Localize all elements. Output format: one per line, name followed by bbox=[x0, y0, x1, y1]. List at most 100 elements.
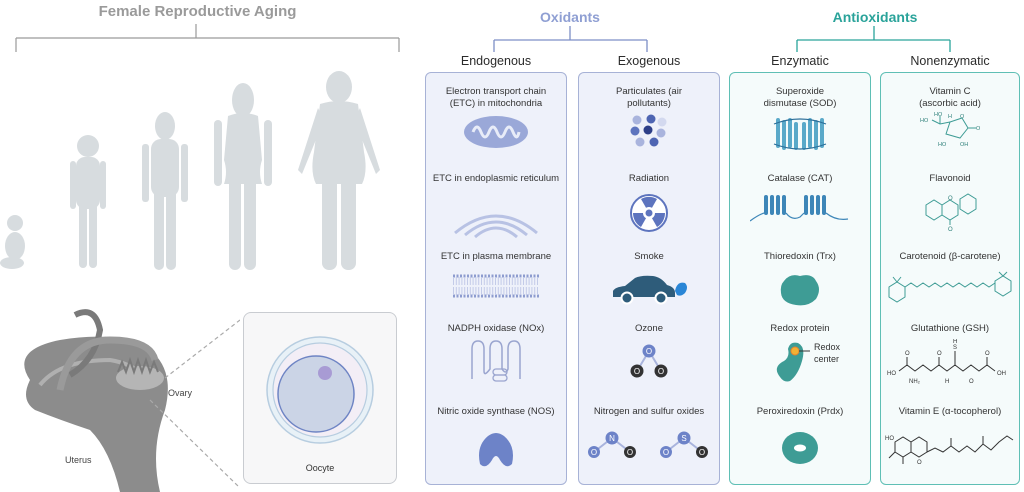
peroxiredoxin-ring-icon bbox=[782, 432, 818, 464]
ovary-icon bbox=[116, 356, 164, 390]
oxidants-title: Oxidants bbox=[540, 9, 600, 25]
child-figure-icon bbox=[70, 135, 106, 268]
item-nadph-oxidase: NADPH oxidase (NOx) bbox=[426, 323, 566, 385]
sod-protein-icon bbox=[773, 118, 827, 150]
atom-label: O bbox=[591, 448, 597, 457]
fallopian-tube-icon bbox=[56, 309, 159, 391]
radiation-icon bbox=[630, 194, 668, 232]
mitochondria-icon bbox=[464, 116, 528, 148]
oocyte-icon bbox=[266, 336, 374, 444]
item-vitamin-c: Vitamin C (ascorbic acid) HO HO H O O HO OH bbox=[881, 86, 1019, 152]
item-label: Smoke bbox=[634, 251, 664, 262]
item-label: NADPH oxidase (NOx) bbox=[447, 323, 545, 334]
item-redox-protein: Redox protein Redox center bbox=[730, 323, 870, 385]
heading-nonenzymatic: Nonenzymatic bbox=[910, 54, 990, 68]
preteen-figure-icon bbox=[142, 112, 188, 270]
item-carotenoid: Carotenoid (β-carotene) bbox=[881, 251, 1019, 305]
svg-text:O: O bbox=[948, 227, 953, 231]
item-label: Glutathione (GSH) bbox=[910, 323, 990, 334]
svg-text:HO: HO bbox=[920, 118, 929, 124]
svg-text:NH₂: NH₂ bbox=[909, 379, 921, 385]
oxidants-bracket bbox=[493, 26, 648, 52]
svg-text:O: O bbox=[976, 126, 981, 132]
item-etc-er: ETC in endoplasmic reticulum bbox=[426, 173, 566, 239]
item-label: Nitrogen and sulfur oxides bbox=[593, 406, 705, 417]
svg-text:O: O bbox=[905, 351, 910, 357]
no2-so2-molecule-icon: O N O O S O bbox=[588, 431, 708, 458]
svg-text:O: O bbox=[948, 196, 953, 202]
young-woman-figure-icon bbox=[214, 83, 272, 270]
aging-bracket bbox=[15, 24, 400, 52]
endogenous-box: Electron transport chain (ETC) in mitoch… bbox=[425, 72, 567, 485]
svg-text:OH: OH bbox=[960, 142, 968, 148]
svg-text:S: S bbox=[953, 345, 957, 351]
atom-label: O bbox=[663, 448, 669, 457]
car-smoke-icon bbox=[613, 275, 687, 305]
item-etc-mitochondria: Electron transport chain (ETC) in mitoch… bbox=[426, 86, 566, 150]
item-label: Carotenoid (β-carotene) bbox=[899, 251, 1001, 262]
item-label: Redox protein bbox=[770, 323, 830, 334]
item-label: Catalase (CAT) bbox=[767, 173, 833, 184]
svg-text:HO: HO bbox=[934, 112, 943, 118]
atom-label: O bbox=[627, 448, 633, 457]
item-sod: Superoxide dismutase (SOD) bbox=[730, 86, 870, 154]
ozone-molecule-icon: O O O bbox=[630, 344, 668, 378]
item-label: Vitamin C (ascorbic acid) bbox=[919, 86, 981, 109]
item-etc-plasma-membrane: ETC in plasma membrane bbox=[426, 251, 566, 299]
item-label: ETC in endoplasmic reticulum bbox=[432, 173, 560, 184]
uterus-ovary-illustration bbox=[24, 309, 240, 492]
oocyte-label: Oocyte bbox=[305, 463, 335, 473]
svg-text:O: O bbox=[960, 114, 965, 120]
item-smoke: Smoke bbox=[579, 251, 719, 307]
flavonoid-structure-icon: O O bbox=[925, 193, 977, 231]
ovary-label: Ovary bbox=[168, 388, 193, 398]
item-vitamin-e: Vitamin E (α-tocopherol) HO O bbox=[881, 406, 1019, 466]
svg-text:HO: HO bbox=[885, 436, 894, 442]
item-nos: Nitric oxide synthase (NOS) bbox=[426, 406, 566, 470]
item-label: Ozone bbox=[635, 323, 663, 334]
catalase-membrane-protein-icon bbox=[750, 195, 849, 222]
atom-label: O bbox=[658, 367, 664, 376]
thioredoxin-protein-icon bbox=[780, 275, 819, 306]
exogenous-box: Particulates (air pollutants) Radiation … bbox=[578, 72, 720, 485]
endoplasmic-reticulum-icon bbox=[454, 214, 538, 239]
item-label: Flavonoid bbox=[929, 173, 971, 184]
item-label: Vitamin E (α-tocopherol) bbox=[898, 406, 1002, 417]
item-label: Electron transport chain (ETC) in mitoch… bbox=[445, 86, 547, 109]
antioxidants-title: Antioxidants bbox=[832, 9, 918, 25]
item-label: Nitric oxide synthase (NOS) bbox=[437, 406, 555, 417]
antioxidants-bracket bbox=[796, 26, 951, 52]
atom-label: O bbox=[646, 347, 652, 356]
atom-label: O bbox=[699, 448, 705, 457]
svg-text:HO: HO bbox=[887, 371, 896, 377]
svg-text:HO: HO bbox=[938, 142, 947, 148]
svg-text:H: H bbox=[948, 114, 952, 120]
svg-text:O: O bbox=[937, 351, 942, 357]
svg-text:O: O bbox=[917, 460, 922, 466]
redox-center-annotation: Redox center bbox=[814, 342, 841, 364]
item-flavonoid: Flavonoid O O bbox=[881, 173, 1019, 231]
svg-text:H: H bbox=[945, 379, 949, 385]
enzymatic-box: Superoxide dismutase (SOD) Catalase (CAT… bbox=[729, 72, 871, 485]
uterus-label: Uterus bbox=[65, 455, 92, 465]
item-peroxiredoxin: Peroxiredoxin (Prdx) bbox=[730, 406, 870, 466]
item-label: ETC in plasma membrane bbox=[440, 251, 552, 262]
adult-woman-figure-icon bbox=[298, 71, 380, 270]
nadph-oxidase-icon bbox=[471, 340, 521, 382]
tocopherol-structure-icon: HO O bbox=[885, 435, 1014, 466]
item-ozone: Ozone O O O bbox=[579, 323, 719, 379]
item-label: Radiation bbox=[628, 173, 670, 184]
item-particulates: Particulates (air pollutants) bbox=[579, 86, 719, 148]
aging-figures bbox=[0, 71, 380, 270]
item-label: Superoxide dismutase (SOD) bbox=[763, 86, 837, 109]
heading-exogenous: Exogenous bbox=[617, 54, 681, 68]
item-label: Thioredoxin (Trx) bbox=[764, 251, 836, 262]
heading-endogenous: Endogenous bbox=[460, 54, 532, 68]
item-label: Peroxiredoxin (Prdx) bbox=[756, 406, 844, 417]
heading-enzymatic: Enzymatic bbox=[771, 54, 829, 68]
panel-title-female-reproductive-aging: Female Reproductive Aging bbox=[98, 3, 297, 20]
svg-text:O: O bbox=[985, 351, 990, 357]
particulates-icon bbox=[630, 114, 667, 147]
